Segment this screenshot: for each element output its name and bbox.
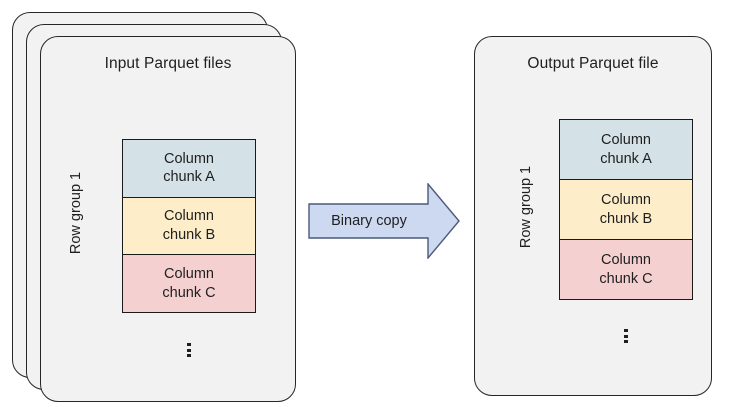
input-parquet-files-card: Input Parquet files Row group 1 Column c… [40, 36, 296, 402]
input-column-chunk-a: Column chunk A [123, 140, 255, 198]
output-chunk-b-line2: chunk B [599, 210, 653, 227]
input-vertical-ellipsis-icon [182, 343, 196, 358]
output-column-chunk-b: Column chunk B [560, 180, 692, 240]
output-chunk-b-line1: Column [601, 191, 651, 208]
output-vertical-ellipsis-icon [619, 329, 633, 344]
output-chunk-a-line1: Column [601, 131, 651, 148]
input-column-chunk-c: Column chunk C [123, 255, 255, 313]
input-chunk-c-line1: Column [164, 266, 214, 283]
input-chunk-b-line1: Column [164, 208, 214, 225]
input-chunk-a-line2: chunk A [163, 169, 215, 186]
block-arrow-shape [308, 183, 460, 259]
output-column-chunk-a: Column chunk A [560, 120, 692, 180]
input-chunk-c-line2: chunk C [162, 284, 216, 301]
output-row-group-label: Row group 1 [518, 165, 534, 249]
output-column-chunk-stack: Column chunk A Column chunk B Column chu… [559, 119, 693, 300]
binary-copy-arrow: Binary copy [308, 183, 460, 259]
input-row-group-label: Row group 1 [68, 171, 84, 255]
output-chunk-c-line2: chunk C [599, 270, 653, 287]
input-chunk-a-line1: Column [164, 150, 214, 167]
output-panel-title: Output Parquet file [527, 55, 659, 72]
output-column-chunk-c: Column chunk C [560, 240, 692, 299]
output-chunk-a-line2: chunk A [600, 150, 652, 167]
output-chunk-c-line1: Column [601, 251, 651, 268]
input-column-chunk-b: Column chunk B [123, 197, 255, 256]
output-parquet-file-card: Output Parquet file Row group 1 Column c… [474, 36, 712, 396]
input-chunk-b-line2: chunk B [162, 227, 216, 243]
input-panel-title: Input Parquet files [104, 55, 232, 72]
input-column-chunk-stack: Column chunk A Column chunk B Column chu… [122, 139, 256, 313]
